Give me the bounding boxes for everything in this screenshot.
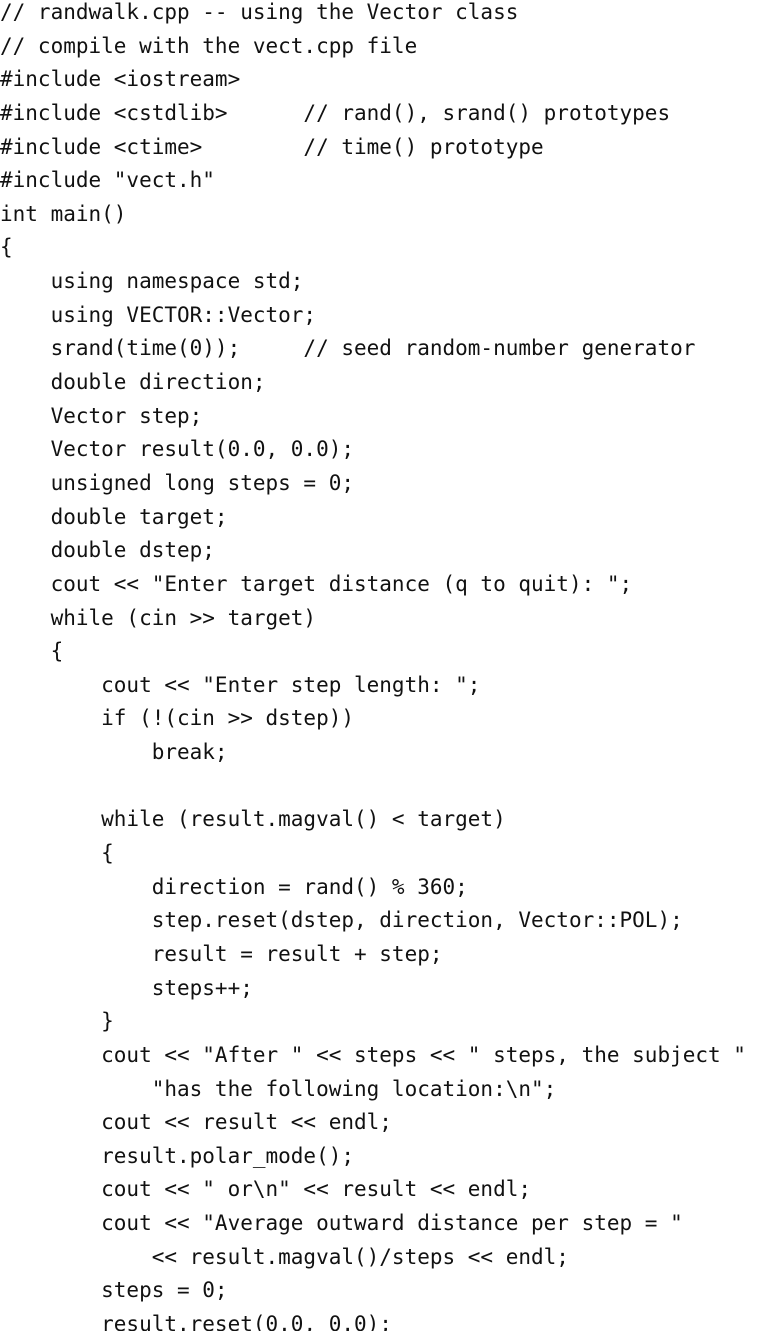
code-line: if (!(cin >> dstep))	[0, 706, 355, 731]
code-line: "has the following location:\n";	[0, 1076, 557, 1101]
code-line: using VECTOR::Vector;	[0, 302, 317, 327]
code-line: int main()	[0, 201, 127, 226]
code-line: cout << result << endl;	[0, 1110, 392, 1135]
code-line: cout << "Enter step length: ";	[0, 672, 481, 697]
code-line: // randwalk.cpp -- using the Vector clas…	[0, 0, 519, 24]
code-line: steps = 0;	[0, 1278, 228, 1303]
code-line: double direction;	[0, 370, 266, 395]
code-line: #include "vect.h"	[0, 168, 215, 193]
code-line: result.reset(0.0, 0.0);	[0, 1311, 392, 1331]
code-line-blank	[0, 770, 746, 804]
code-line: double target;	[0, 504, 228, 529]
code-line: cout << " or\n" << result << endl;	[0, 1177, 532, 1202]
code-line: cout << "After " << steps << " steps, th…	[0, 1042, 746, 1067]
code-line: // compile with the vect.cpp file	[0, 33, 418, 58]
code-line: Vector result(0.0, 0.0);	[0, 437, 355, 462]
code-line: cout << "Enter target distance (q to qui…	[0, 571, 633, 596]
code-line: #include <ctime> // time() prototype	[0, 134, 544, 159]
code-line: {	[0, 235, 13, 260]
code-line: break;	[0, 740, 228, 765]
code-line: #include <cstdlib> // rand(), srand() pr…	[0, 100, 671, 125]
code-line: << result.magval()/steps << endl;	[0, 1244, 569, 1269]
code-listing: // randwalk.cpp -- using the Vector clas…	[0, 0, 746, 1331]
code-line: while (result.magval() < target)	[0, 807, 506, 832]
code-line: result = result + step;	[0, 941, 443, 966]
code-line: unsigned long steps = 0;	[0, 470, 355, 495]
code-line: #include <iostream>	[0, 67, 241, 92]
code-line: using namespace std;	[0, 269, 304, 294]
code-line: {	[0, 841, 114, 866]
code-line: double dstep;	[0, 538, 215, 563]
code-line: cout << "Average outward distance per st…	[0, 1211, 683, 1236]
code-line: step.reset(dstep, direction, Vector::POL…	[0, 908, 683, 933]
code-line: {	[0, 639, 64, 664]
code-line: Vector step;	[0, 403, 203, 428]
code-line: steps++;	[0, 975, 253, 1000]
code-line: result.polar_mode();	[0, 1143, 355, 1168]
code-line: while (cin >> target)	[0, 605, 317, 630]
code-line: direction = rand() % 360;	[0, 874, 468, 899]
code-line: }	[0, 1009, 114, 1034]
code-line: srand(time(0)); // seed random-number ge…	[0, 336, 696, 361]
